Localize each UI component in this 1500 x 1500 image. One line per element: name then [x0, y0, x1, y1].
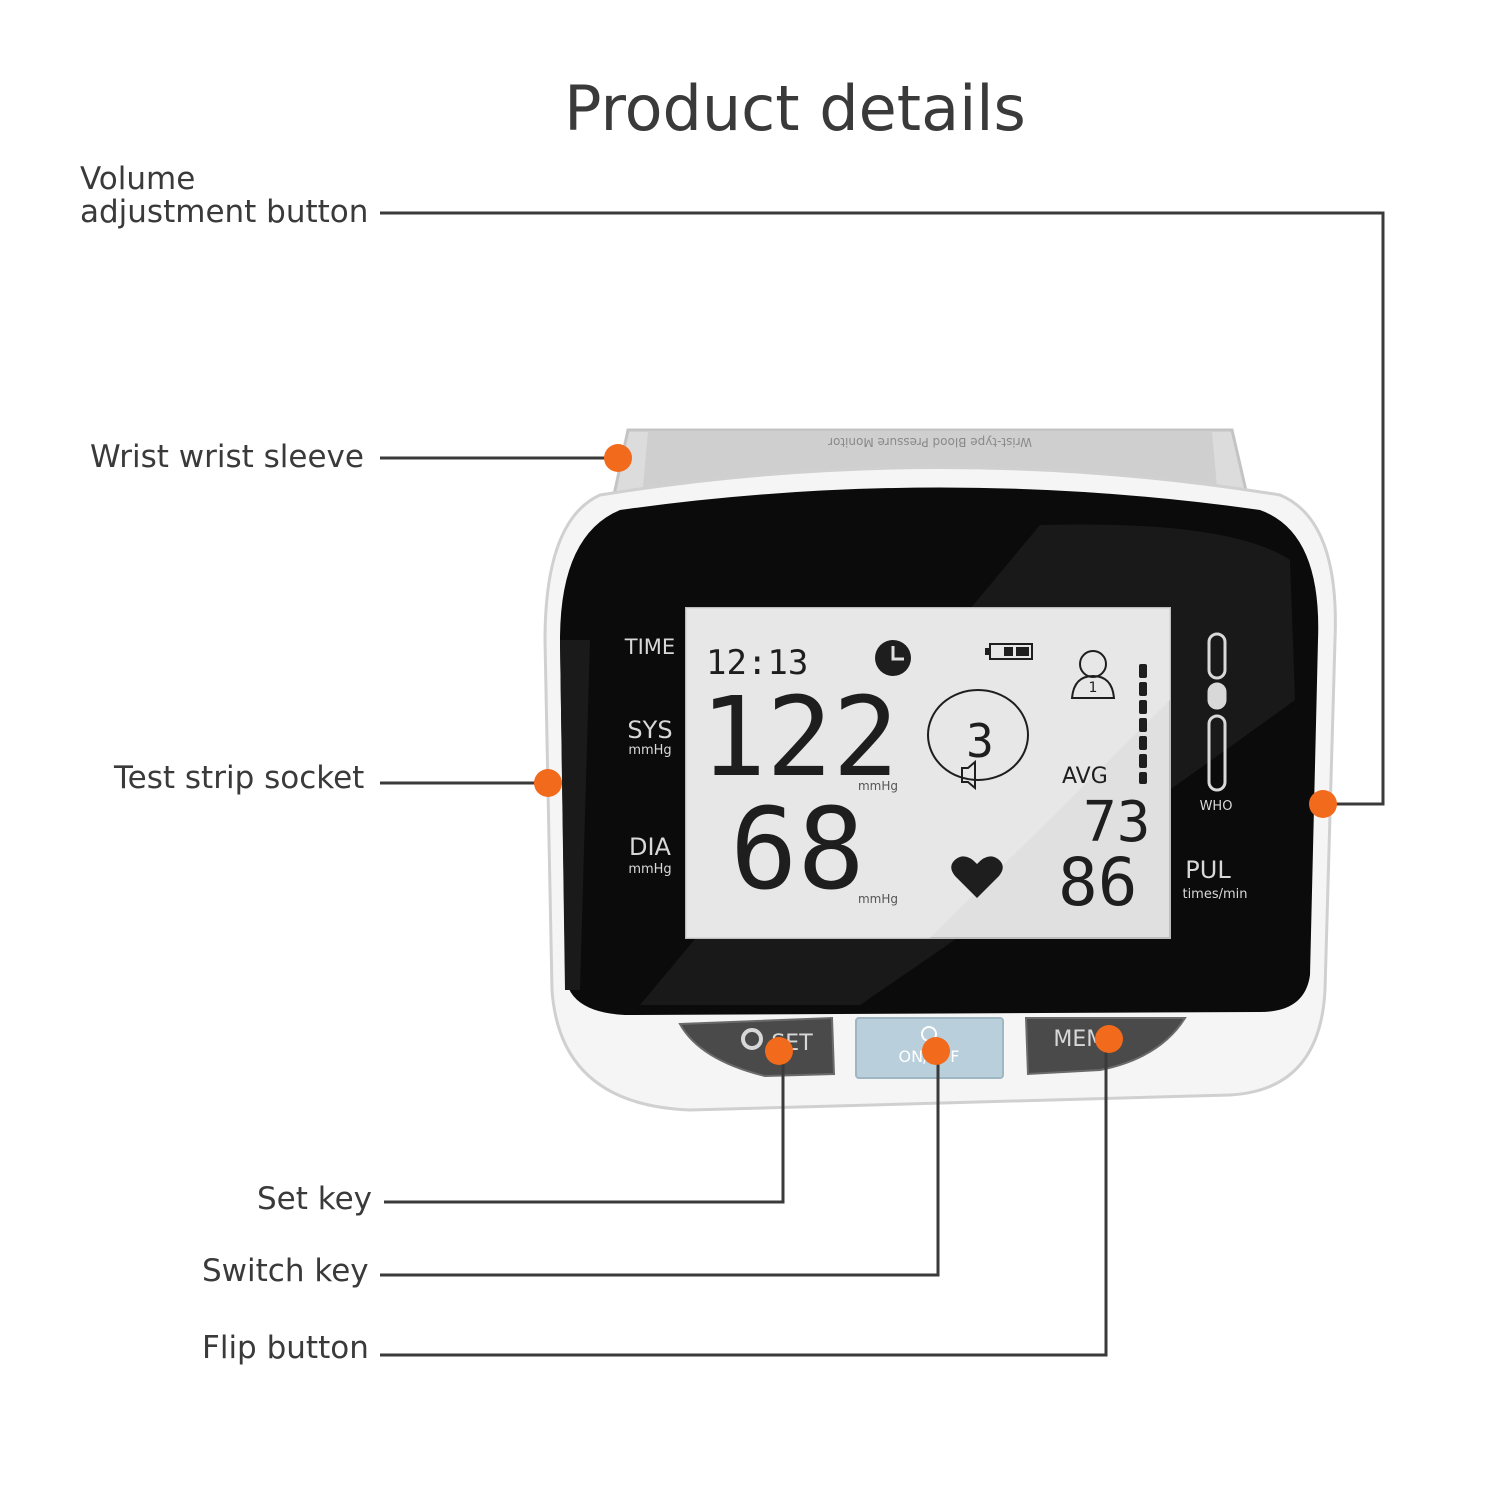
lcd-screen — [685, 607, 1171, 939]
leader-lines — [380, 211, 1385, 1357]
pul-unit: times/min — [1182, 887, 1247, 902]
sleeve-label: Wrist wrist sleeve — [90, 439, 364, 475]
volume-level: 3 — [966, 714, 994, 768]
avg-label: AVG — [1062, 764, 1108, 789]
switch-key-leader-line — [380, 1051, 940, 1277]
pul-label: PUL — [1185, 856, 1231, 884]
volume-indicator: 3 — [927, 689, 1029, 791]
sys-label: SYS — [627, 716, 672, 744]
user-number: 1 — [1089, 680, 1098, 696]
page-title: Product details — [564, 72, 1026, 145]
heart-icon — [951, 856, 1003, 898]
pulse-value: 86 — [1058, 844, 1137, 921]
flip-button-label: Flip button — [202, 1330, 369, 1366]
lcd-side-labels: TIME SYS mmHg DIA mmHg PUL times/min WHO — [624, 635, 1248, 902]
switch-key-marker — [922, 1037, 950, 1065]
speaker-icon — [961, 759, 976, 791]
sleeve-marker — [604, 444, 632, 472]
volume-label: Volume adjustment button — [80, 163, 368, 229]
level-bars — [1139, 664, 1147, 784]
dia-unit: mmHg — [628, 862, 671, 877]
gear-icon — [741, 1028, 763, 1050]
lcd-readouts: 12:13 122 mmHg 68 mmHg 3 1 — [700, 640, 1150, 921]
time-label: TIME — [624, 635, 675, 659]
set-key-leader-line — [384, 1051, 785, 1204]
callout-markers — [534, 444, 1337, 1065]
sys-value-unit: mmHg — [858, 779, 898, 793]
time-value: 12:13 — [706, 643, 808, 683]
socket-label: Test strip socket — [114, 760, 365, 796]
sys-value: 122 — [700, 673, 899, 801]
dia-value: 68 — [730, 785, 865, 915]
who-label: WHO — [1200, 799, 1233, 814]
flip-button-leader-line — [380, 1039, 1108, 1357]
battery-icon — [985, 643, 1033, 660]
who-indicator — [1207, 632, 1227, 792]
set-key-label: Set key — [257, 1181, 373, 1217]
volume-marker — [1309, 790, 1337, 818]
volume-leader-line — [380, 211, 1385, 806]
avg-value: 73 — [1083, 790, 1150, 855]
sleeve-print: Wrist-type Blood Pressure Monitor — [828, 435, 1032, 449]
socket-marker — [534, 769, 562, 797]
flip-button-marker — [1095, 1025, 1123, 1053]
volume-label-line1: Volume — [80, 161, 196, 197]
set-key-marker — [765, 1037, 793, 1065]
user-icon: 1 — [1070, 650, 1116, 699]
dia-label: DIA — [629, 833, 672, 861]
volume-label-line2: adjustment button — [80, 194, 369, 230]
dia-value-unit: mmHg — [858, 892, 898, 906]
sys-unit: mmHg — [628, 743, 671, 758]
switch-key-label: Switch key — [202, 1253, 369, 1289]
